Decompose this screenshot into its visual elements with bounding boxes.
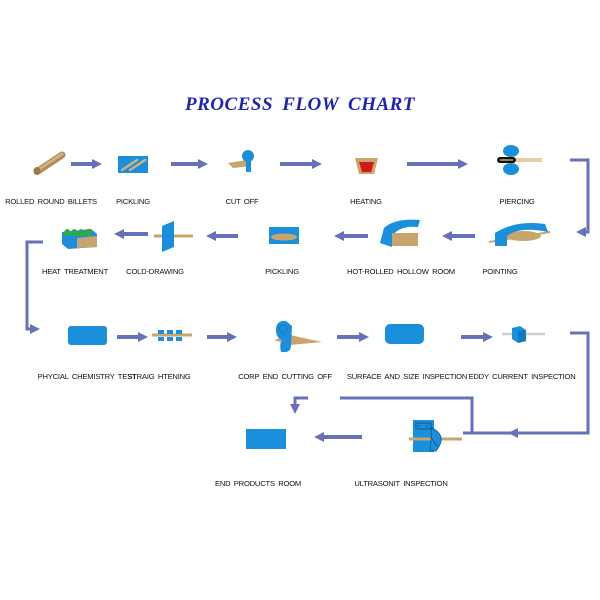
step-label-cold-drawing: COLD-DRAWING (126, 267, 184, 276)
cutting-saw-icon (228, 150, 254, 172)
step-label-eddy-current-inspection: EDDY CURRENT INSPECTION (468, 372, 576, 381)
arrow-10-11 (25, 240, 43, 334)
step-label-heating: HEATING (350, 197, 382, 206)
pickling-tank-icon (269, 227, 299, 244)
step-label-end-products-room: END PRODUCTS ROOM (214, 479, 302, 488)
step-label-heat-treatment: HEAT TREATMENT (41, 267, 109, 276)
hollow-room-icon (380, 219, 420, 247)
step-label-ultrasonic-inspection: ULTRASONIT INSPECTION (354, 479, 448, 488)
step-label-rolled-round-billets: ROLLED ROUND BILLETS (5, 197, 97, 206)
ultrasonic-tester-icon (409, 420, 462, 452)
pointing-machine-icon (488, 223, 551, 246)
straightener-icon (152, 330, 192, 341)
step-label-crop-end-cutting-off: CORP END CUTTING OFF (238, 372, 332, 381)
step-label-hot-rolled-hollow-room: HOT-ROLLED HOLLOW ROOM (347, 267, 455, 276)
step-label-physical-chemistry-test: PHYCIAL CHEMISTRY TEST (37, 372, 137, 381)
connector-15-16 (340, 331, 590, 435)
heat-treatment-furnace-icon (62, 228, 97, 249)
arrow-5-6 (570, 158, 590, 237)
arrow-into-17 (290, 396, 308, 414)
end-cutter-icon (274, 320, 322, 352)
test-box-icon (68, 326, 107, 345)
eddy-current-icon (502, 326, 545, 343)
step-label-pickling-1: PICKLING (116, 197, 150, 206)
inspection-box-icon (385, 324, 424, 344)
furnace-icon (355, 158, 378, 174)
step-label-pointing: POINTING (482, 267, 518, 276)
step-label-cut-off: CUT OFF (225, 197, 259, 206)
chart-title: PROCESS FLOW CHART (185, 94, 415, 115)
step-label-surface-size-inspection: SURFACE AND SIZE INSPECTION (346, 372, 468, 381)
step-label-pickling-2: PICKLING (265, 267, 299, 276)
products-room-icon (246, 429, 286, 449)
piercing-mill-icon (497, 145, 542, 175)
step-label-piercing: PIERCING (499, 197, 535, 206)
step-label-straightening: STRAIG HTENING (127, 372, 191, 381)
cold-drawing-die-icon (154, 221, 193, 252)
pickling-tank-icon (118, 156, 148, 173)
billet-icon (33, 151, 66, 175)
